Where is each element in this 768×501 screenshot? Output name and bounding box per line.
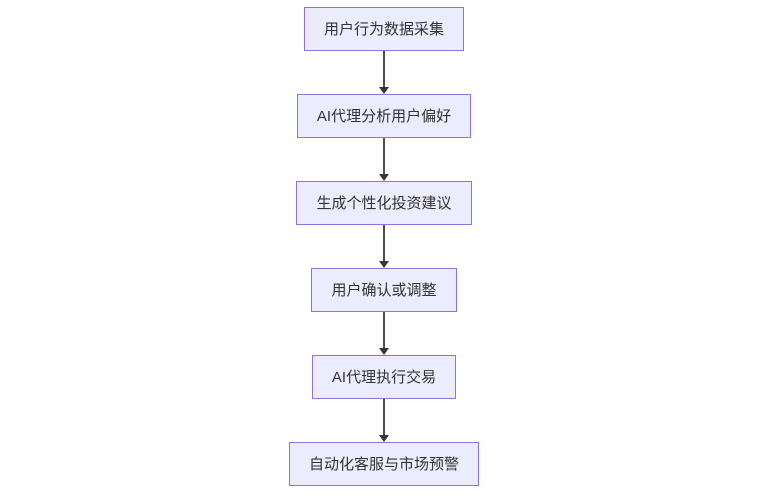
flow-node-label: 用户确认或调整 (331, 281, 437, 299)
flow-edge-1 (379, 51, 389, 94)
flow-node-label: 用户行为数据采集 (323, 20, 444, 38)
flow-edge-5 (379, 399, 389, 442)
flowchart: 用户行为数据采集 AI代理分析用户偏好 生成个性化投资建议 用户确认或调整 (288, 7, 479, 486)
arrow-line (383, 399, 385, 435)
arrowhead-down-icon (379, 87, 389, 94)
flow-node-generate-advice: 生成个性化投资建议 (296, 181, 472, 225)
arrow-line (383, 225, 385, 261)
flow-node-data-collection: 用户行为数据采集 (303, 7, 464, 51)
arrow-line (383, 138, 385, 174)
flow-node-label: 自动化客服与市场预警 (308, 455, 459, 473)
flow-edge-3 (379, 225, 389, 268)
flow-node-user-confirm: 用户确认或调整 (311, 268, 457, 312)
arrow-line (383, 312, 385, 348)
arrowhead-down-icon (379, 174, 389, 181)
arrow-line (383, 51, 385, 87)
flow-node-analyze-preferences: AI代理分析用户偏好 (296, 94, 472, 138)
arrowhead-down-icon (379, 261, 389, 268)
flow-node-label: AI代理执行交易 (331, 368, 437, 386)
arrowhead-down-icon (379, 348, 389, 355)
flow-node-label: AI代理分析用户偏好 (316, 107, 452, 125)
flow-edge-2 (379, 138, 389, 181)
flow-edge-4 (379, 312, 389, 355)
flow-node-service-alerts: 自动化客服与市场预警 (288, 442, 479, 486)
arrowhead-down-icon (379, 435, 389, 442)
flow-node-label: 生成个性化投资建议 (316, 194, 452, 212)
flow-node-execute-trade: AI代理执行交易 (311, 355, 457, 399)
